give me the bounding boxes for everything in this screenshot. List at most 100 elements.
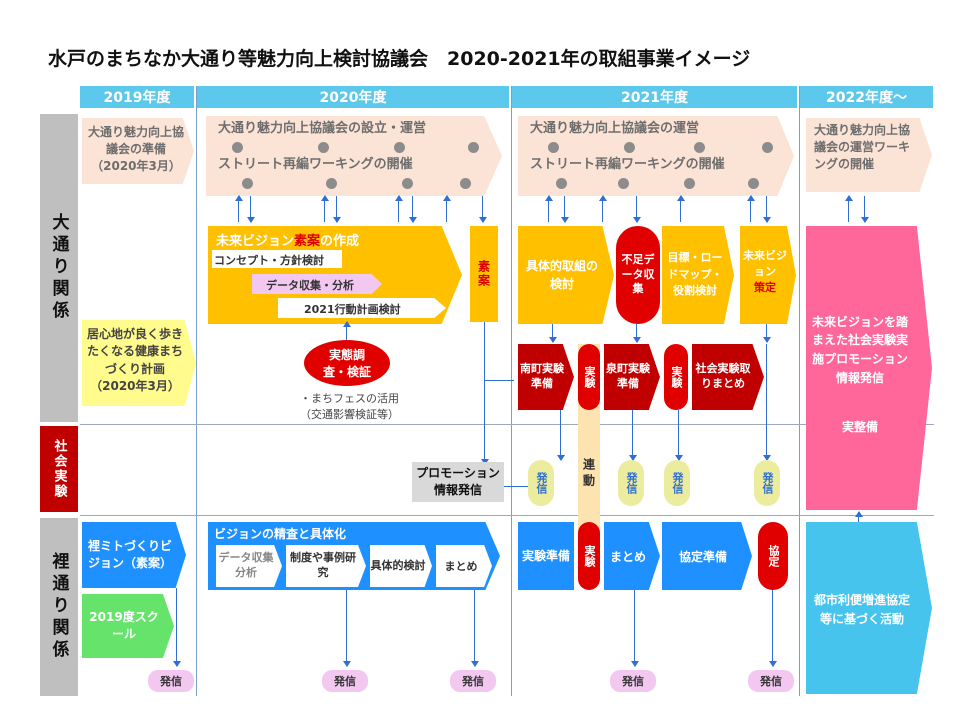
- meeting-dot: [468, 142, 479, 153]
- vision-formulate-b: 策定: [754, 280, 776, 294]
- agreement-prep: 協定準備: [662, 522, 752, 590]
- experiment-2: 実験: [664, 344, 688, 410]
- council-2021-text: 大通り魅力向上協議会の運営: [530, 121, 700, 136]
- maintain-2022: 実整備: [841, 419, 878, 434]
- vision-exp-2022-box: [806, 226, 932, 510]
- link-label: 連動: [581, 458, 596, 490]
- connector: [484, 380, 514, 381]
- arrow-up: [343, 321, 351, 340]
- exp-prep-back: 実験準備: [518, 522, 574, 590]
- roadmap-study: 目標・ロードマップ・役割検討: [662, 226, 734, 324]
- send-2021-1: 発信: [610, 670, 656, 692]
- social-summary: 社会実験取りまとめ: [692, 344, 764, 410]
- arrow-down: [557, 410, 565, 461]
- draft-tag: 素案: [470, 226, 498, 322]
- send-social-4: 発信: [754, 460, 780, 506]
- promo-box: プロモーション情報発信: [412, 462, 504, 502]
- meeting-dot: [232, 142, 243, 153]
- row-divider-1: [80, 424, 934, 425]
- send-2021-2: 発信: [748, 670, 794, 692]
- send-social-3: 発信: [664, 460, 690, 506]
- meeting-dot: [694, 142, 705, 153]
- send-social-1: 発信: [528, 460, 554, 506]
- connector: [504, 486, 530, 487]
- field-survey: 実態調査・検証: [304, 340, 390, 386]
- refine-step-1: データ収集分析: [216, 545, 282, 587]
- school-2019: 2019度スクール: [82, 594, 174, 658]
- send-2019: 発信: [148, 670, 194, 692]
- arrow-up: [321, 195, 329, 222]
- divider-2022: [799, 86, 800, 696]
- arrow-down: [763, 196, 771, 223]
- arrow-down: [409, 196, 417, 223]
- arrow-down: [479, 196, 487, 223]
- arrow-2020-send-2: [471, 590, 479, 667]
- vision-draft-title: 未来ビジョン素案の作成: [216, 230, 359, 249]
- experiment-1: 実験: [578, 344, 600, 410]
- refine-vision-title: ビジョンの精査と具体化: [214, 527, 347, 541]
- arrow-down: [763, 324, 771, 343]
- council-2020-text: 大通り魅力向上協議会の設立・運営: [218, 121, 427, 136]
- arrow-down: [675, 410, 683, 461]
- arrow-up: [235, 195, 243, 222]
- arrow-up: [443, 195, 451, 222]
- arrow-to-promo: [481, 322, 489, 465]
- vision-draft-title-b: 素案: [294, 234, 321, 249]
- arrow-2020-send-1: [343, 590, 351, 667]
- vision-formulate-a: 未来ビジョン: [743, 249, 787, 278]
- meeting-dot: [684, 178, 695, 189]
- fes-note-1: ・まちフェスの活用: [300, 392, 399, 405]
- meeting-dot: [556, 178, 567, 189]
- experiment-back: 実験: [578, 522, 600, 590]
- arrow-up: [845, 195, 853, 222]
- arrow-up: [545, 195, 553, 222]
- refine-step-3: 具体的検討: [370, 545, 432, 587]
- meeting-dot: [548, 142, 559, 153]
- meeting-dot: [618, 178, 629, 189]
- arrow-down: [763, 344, 771, 461]
- arrow-2021-send-1: [631, 590, 639, 667]
- council-2020-box: [206, 116, 502, 196]
- page-title: 水戸のまちなか大通り等魅力向上検討協議会 2020-2021年の取組事業イメージ: [48, 48, 751, 70]
- meeting-dot: [318, 142, 329, 153]
- arrow-up: [677, 195, 685, 222]
- data-task: データ収集・分析: [252, 274, 382, 294]
- meeting-dot: [402, 178, 413, 189]
- arrow-2019-send: [173, 588, 181, 667]
- plan-2021-task: 2021行動計画検討: [278, 298, 446, 318]
- send-2020-2: 発信: [450, 670, 496, 692]
- minami-prep: 南町実験準備: [518, 344, 574, 410]
- vision-draft-title-c: の作成: [320, 234, 360, 249]
- row-divider-2: [80, 515, 934, 516]
- arrow-down: [561, 196, 569, 223]
- send-2020-1: 発信: [322, 670, 368, 692]
- refine-step-4: まとめ: [436, 545, 492, 587]
- arrow-down: [549, 324, 557, 343]
- send-social-2: 発信: [618, 460, 644, 506]
- year-2021: 2021年度: [512, 86, 797, 108]
- refine-step-2: 制度や事例研究: [286, 545, 366, 587]
- summary-back: まとめ: [604, 522, 660, 590]
- concrete-study: 具体的取組の検討: [518, 226, 614, 324]
- council-2022: 大通り魅力向上協議会の運営ワーキングの開催: [806, 118, 932, 192]
- year-2022: 2022年度～: [800, 86, 933, 108]
- agreement: 協定: [758, 522, 788, 590]
- meeting-dot: [460, 178, 471, 189]
- arrow-up: [599, 195, 607, 222]
- lack-data: 不足データ収集: [616, 226, 660, 324]
- izumi-prep: 泉町実験準備: [604, 344, 660, 410]
- fes-note-2: （交通影響検証等）: [300, 408, 399, 421]
- working-2021-text: ストリート再編ワーキングの開催: [530, 157, 725, 172]
- arrow-down: [633, 196, 641, 223]
- divider-2021: [511, 86, 512, 696]
- arrow-up: [747, 195, 755, 222]
- row-label-back: 裡通り関係: [40, 518, 78, 696]
- arrow-down: [247, 196, 255, 223]
- year-2019: 2019年度: [80, 86, 194, 108]
- arrow-up: [395, 195, 403, 222]
- arrow-down: [861, 196, 869, 223]
- working-2020-text: ストリート再編ワーキングの開催: [218, 157, 413, 172]
- health-plan-2019: 居心地が良く歩きたくなる健康まちづくり計画（2020年3月）: [82, 320, 196, 406]
- city-activity: 都市利便増進協定等に基づく活動: [813, 593, 910, 626]
- meeting-dot: [748, 178, 759, 189]
